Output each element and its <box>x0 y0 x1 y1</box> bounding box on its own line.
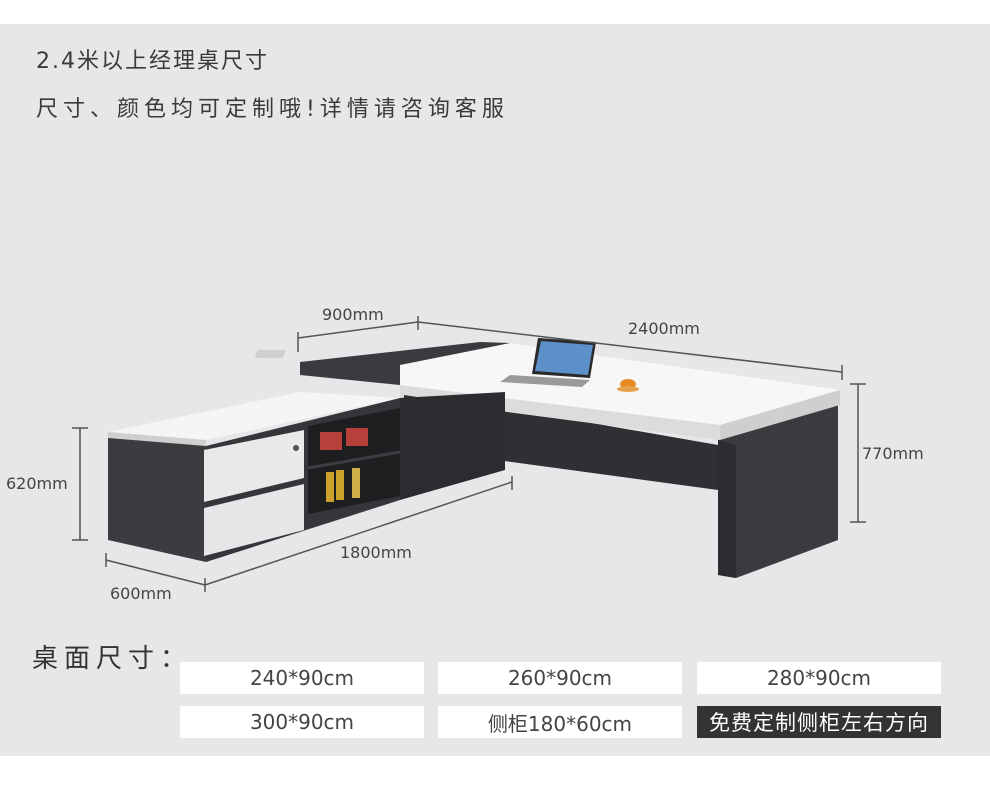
modesty-panel <box>460 400 718 490</box>
storage-box-1 <box>320 432 342 450</box>
subtitle-heading: 尺寸、颜色均可定制哦!详情请咨询客服 <box>36 97 509 122</box>
storage-box-2 <box>346 428 368 446</box>
desk-right-leg <box>718 405 838 578</box>
size-option-side-cabinet[interactable]: 侧柜180*60cm <box>438 706 682 738</box>
size-option-300[interactable]: 300*90cm <box>180 706 424 738</box>
laptop-base <box>500 375 590 387</box>
title-heading: 2.4米以上经理桌尺寸 <box>36 49 269 74</box>
binder-2 <box>336 470 344 500</box>
cabinet-drawer-top <box>204 430 304 502</box>
dim-cabinet-height: 620mm <box>6 474 68 493</box>
binder-1 <box>326 472 334 502</box>
size-option-240[interactable]: 240*90cm <box>180 662 424 694</box>
dim-desk-height: 770mm <box>862 444 924 463</box>
binder-3 <box>352 468 360 498</box>
dim-cabinet-length: 1800mm <box>340 543 412 562</box>
cabinet-drawer-bottom <box>204 484 304 556</box>
dim-desk-length: 2400mm <box>628 319 700 338</box>
size-option-280[interactable]: 280*90cm <box>697 662 941 694</box>
cabinet-front <box>108 438 206 562</box>
size-option-260[interactable]: 260*90cm <box>438 662 682 694</box>
cabinet-top <box>108 392 400 440</box>
dim-return-width: 900mm <box>322 305 384 324</box>
return-panel <box>300 342 510 385</box>
dim-cabinet-depth: 600mm <box>110 584 172 603</box>
desk-size-label: 桌面尺寸： <box>32 644 193 674</box>
custom-side-cabinet-note: 免费定制侧柜左右方向 <box>697 706 941 738</box>
